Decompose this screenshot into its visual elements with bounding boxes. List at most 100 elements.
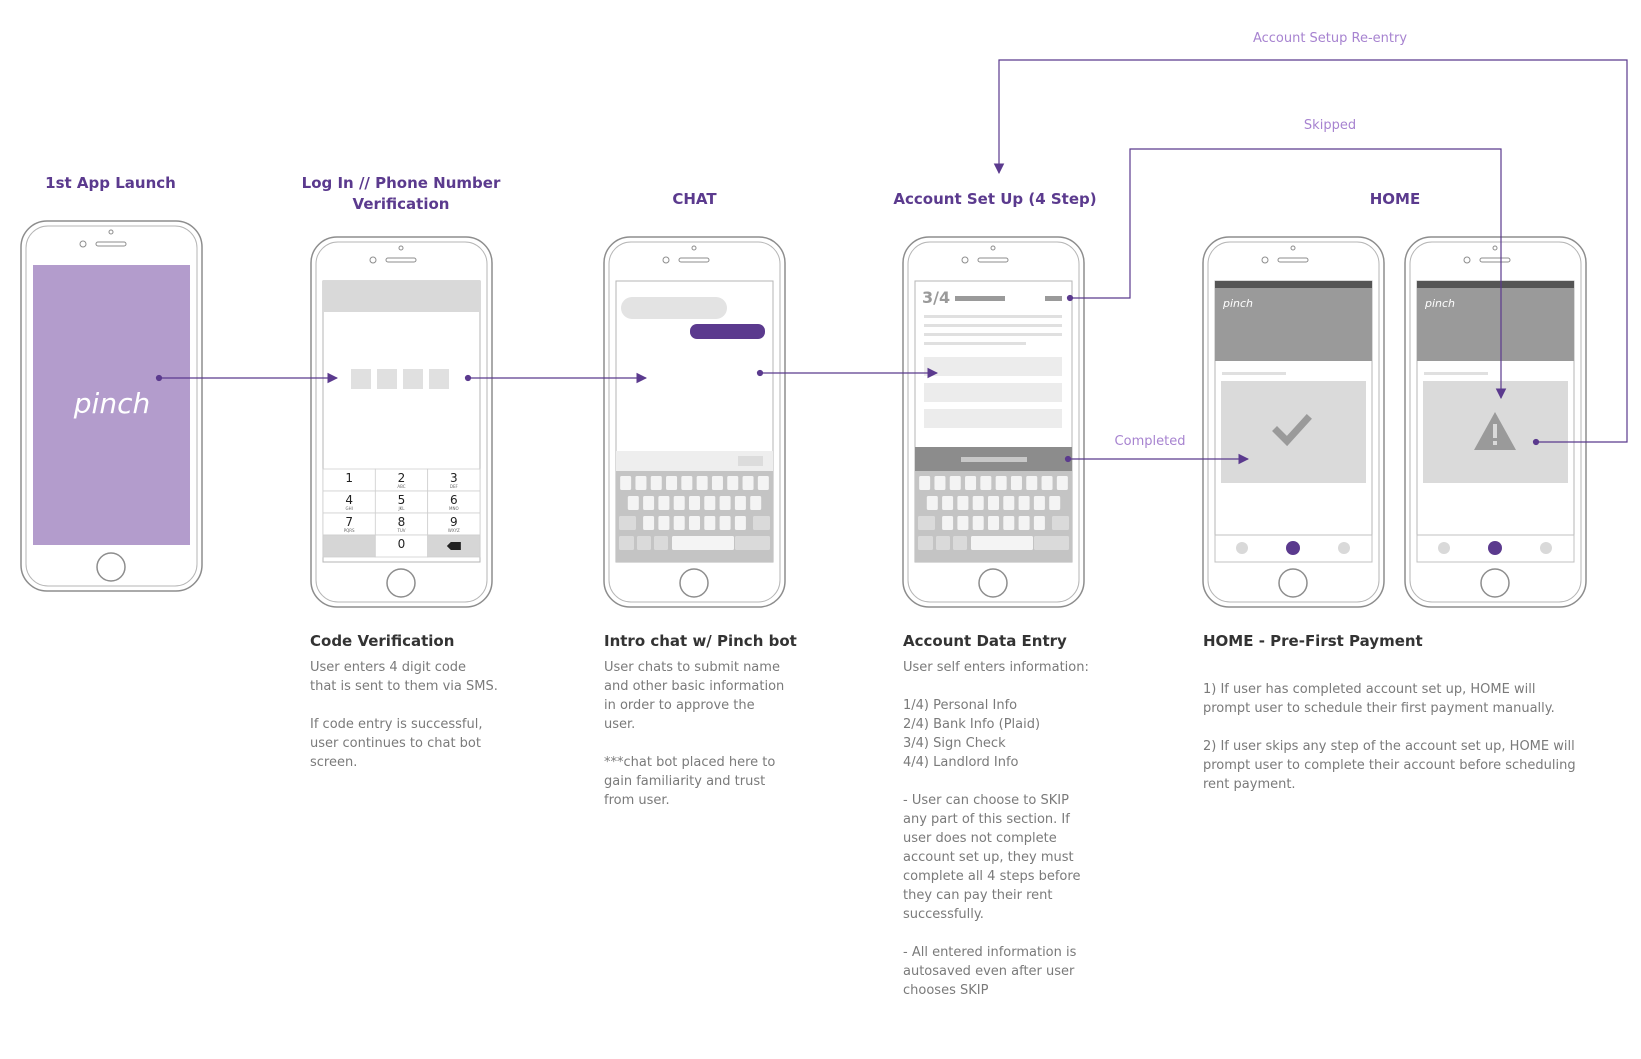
keyboard-key <box>1056 476 1068 490</box>
title-login-line2: Verification <box>352 195 450 213</box>
desc-home-heading: HOME - Pre-First Payment <box>1203 632 1423 650</box>
form-field <box>924 357 1062 376</box>
label-skipped: Skipped <box>1303 118 1357 133</box>
flow-connectors <box>155 59 1628 465</box>
keyboard-key <box>957 496 969 510</box>
keyboard-key <box>949 476 961 490</box>
keyboard-key <box>704 516 716 530</box>
key-digit: 9 <box>450 515 458 529</box>
keyboard-key <box>719 516 731 530</box>
keyboard-key <box>711 476 723 490</box>
desc-intro-heading: Intro chat w/ Pinch bot <box>604 632 797 650</box>
title-launch: 1st App Launch <box>45 174 176 192</box>
keyboard-key <box>965 476 977 490</box>
desc-account-heading: Account Data Entry <box>903 632 1067 650</box>
keyboard-key <box>643 496 655 510</box>
keyboard-key <box>734 516 746 530</box>
phone-home-skipped: pinch <box>1404 236 1587 608</box>
phone-chat <box>603 236 786 608</box>
delete-key <box>753 516 770 530</box>
keyboard-key <box>619 536 634 550</box>
keyboard-key <box>980 476 992 490</box>
arrow-reentry <box>993 59 1628 443</box>
keyboard-key <box>1003 496 1015 510</box>
pinch-logo: pinch <box>1424 297 1455 310</box>
backspace-icon <box>446 542 461 550</box>
code-boxes <box>351 369 449 389</box>
key-letters: GHI <box>346 506 353 511</box>
keyboard <box>616 471 773 562</box>
desc-code-body: User enters 4 digit code that is sent to… <box>310 660 498 770</box>
keyboard-key <box>936 536 950 550</box>
warning-icon <box>1474 412 1516 450</box>
key-letters: TUV <box>396 528 405 533</box>
keyboard-key <box>972 516 984 530</box>
keyboard-key <box>658 516 670 530</box>
desc-home-body: 1) If user has completed account set up,… <box>1203 682 1576 792</box>
keyboard-key <box>953 536 967 550</box>
key-letters: MNO <box>449 506 459 511</box>
keyboard-key <box>637 536 651 550</box>
key-digit: 0 <box>398 537 406 551</box>
label-reentry: Account Setup Re-entry <box>1252 31 1408 46</box>
keyboard-key <box>942 516 954 530</box>
keyboard-key <box>734 496 746 510</box>
keyboard-key <box>689 516 700 530</box>
desc-intro-body: User chats to submit name and other basi… <box>604 660 785 808</box>
splash-screen <box>33 265 190 545</box>
keyboard-key <box>1033 496 1045 510</box>
bot-message-bubble <box>621 297 727 319</box>
step-indicator: 3/4 <box>922 288 950 307</box>
phone-launch: pinch <box>20 220 203 592</box>
keyboard-key <box>673 496 685 510</box>
keyboard-key <box>957 516 969 530</box>
keyboard-key <box>1010 476 1022 490</box>
home-button <box>96 552 126 582</box>
key-digit: 1 <box>345 471 353 485</box>
shift-key <box>619 516 636 530</box>
arrow-skipped <box>1070 148 1507 400</box>
keyboard-key <box>719 496 731 510</box>
key-digit: 7 <box>345 515 353 529</box>
title-login: Log In // Phone Number Verification <box>295 173 507 215</box>
keyboard-key <box>650 476 662 490</box>
key-letters: PQRS <box>344 528 355 533</box>
title-home: HOME <box>1369 190 1421 208</box>
key-letters: WXYZ <box>448 528 460 533</box>
keyboard-key <box>1018 516 1030 530</box>
title-login-line1: Log In // Phone Number <box>301 174 501 192</box>
key-digit: 8 <box>398 515 406 529</box>
return-key <box>1034 536 1069 550</box>
keyboard-key <box>1018 496 1030 510</box>
keyboard-key <box>757 476 769 490</box>
keyboard-key <box>926 496 938 510</box>
keyboard-key <box>988 516 999 530</box>
keyboard-key <box>666 476 678 490</box>
desc-code-heading: Code Verification <box>310 632 455 650</box>
phone-account: 3/4 <box>902 236 1085 608</box>
space-key <box>971 536 1033 550</box>
keyboard-key <box>689 496 700 510</box>
keyboard-key <box>696 476 708 490</box>
form-field <box>924 409 1062 428</box>
keyboard-key <box>918 536 933 550</box>
key-digit: 3 <box>450 471 458 485</box>
key-digit: 2 <box>398 471 406 485</box>
keyboard-key <box>942 496 954 510</box>
keyboard-key <box>1003 516 1015 530</box>
keyboard-key <box>988 496 999 510</box>
keyboard-key <box>750 496 762 510</box>
key-digit: 6 <box>450 493 458 507</box>
form-field <box>924 383 1062 402</box>
skip-link <box>1045 296 1062 301</box>
keyboard-key <box>934 476 946 490</box>
key-digit: 4 <box>345 493 353 507</box>
key-letters: JKL <box>397 506 405 511</box>
keyboard-key <box>727 476 739 490</box>
keyboard-key <box>1041 476 1053 490</box>
keyboard-key <box>1049 496 1061 510</box>
desc-account-body: User self enters information: 1/4) Perso… <box>903 660 1089 998</box>
keyboard-key <box>681 476 693 490</box>
